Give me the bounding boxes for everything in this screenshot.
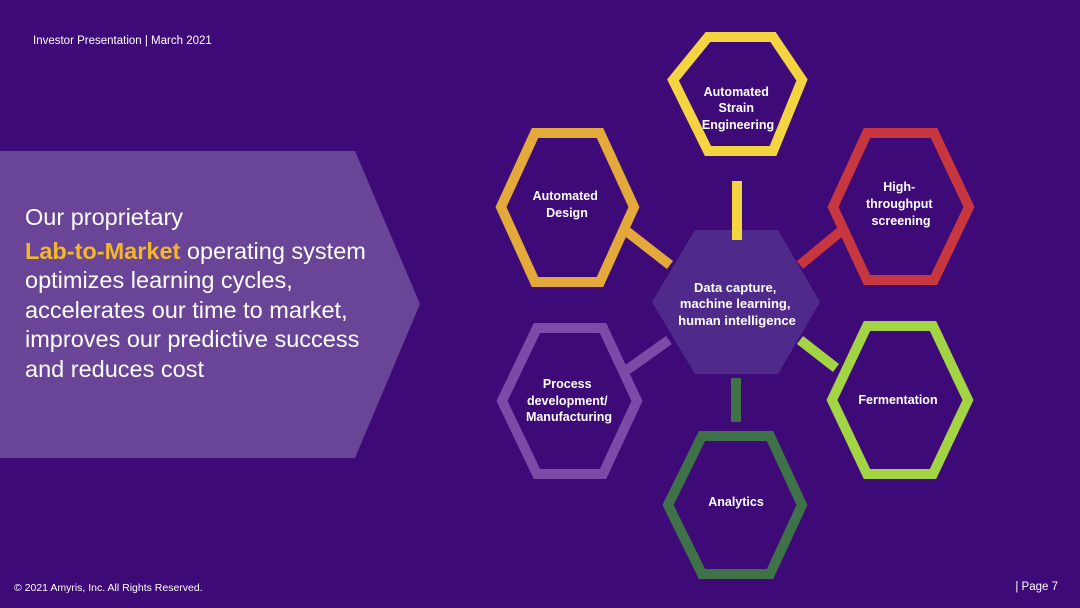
page-number: | Page 7 bbox=[1015, 581, 1058, 593]
label-high-throughput-screening: High- throughput screening bbox=[866, 180, 936, 228]
label-automated-strain-engineering: Automated Strain Engineering bbox=[702, 85, 774, 132]
presentation-header: Investor Presentation | March 2021 bbox=[33, 35, 212, 47]
center-label: Data capture, machine learning, human in… bbox=[678, 280, 796, 328]
connector-fermentation bbox=[796, 336, 840, 372]
copyright-footer: © 2021 Amyris, Inc. All Rights Reserved. bbox=[14, 582, 203, 594]
connector-process bbox=[621, 335, 672, 377]
intro-rest: operating system optimizes learning cycl… bbox=[25, 237, 366, 382]
connector-screening bbox=[796, 223, 850, 269]
hexagon-fermentation bbox=[826, 321, 974, 479]
connector-design bbox=[621, 226, 674, 269]
label-analytics: Analytics bbox=[708, 495, 764, 509]
label-automated-design: Automated Design bbox=[533, 189, 602, 220]
hexagon-automated-design bbox=[495, 128, 640, 287]
label-process-development-manufacturing: Process development/ Manufacturing bbox=[526, 377, 612, 424]
intro-arrow-shape bbox=[0, 151, 420, 458]
center-line-2: machine learning, bbox=[680, 296, 791, 311]
intro-highlight: Lab-to-Market bbox=[25, 237, 181, 264]
center-hexagon bbox=[652, 230, 820, 374]
center-line-3: human intelligence bbox=[678, 313, 796, 328]
hexagon-high-throughput-screening bbox=[827, 128, 975, 285]
intro-text: Our proprietary Lab-to-Market operating … bbox=[25, 203, 405, 384]
intro-line1: Our proprietary bbox=[25, 204, 184, 230]
center-line-1: Data capture, bbox=[694, 280, 776, 295]
hexagon-analytics bbox=[662, 431, 808, 579]
hexagon-process-development-manufacturing bbox=[496, 323, 643, 479]
label-fermentation: Fermentation bbox=[858, 393, 937, 407]
hexagon-automated-strain-engineering bbox=[667, 32, 808, 156]
